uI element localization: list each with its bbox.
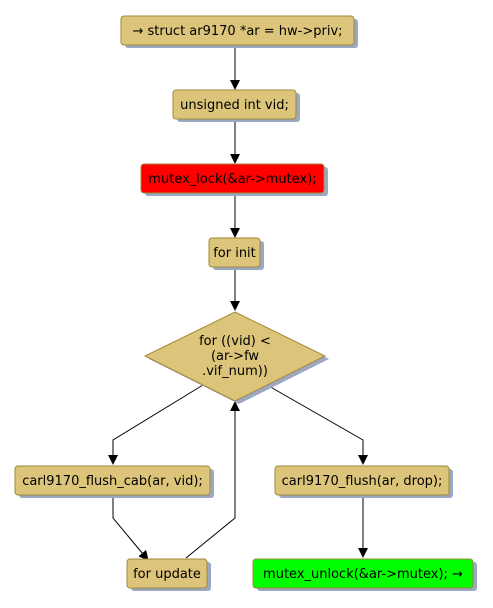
node-for-init-label: for init [213,246,256,261]
node-loop-condition-line-3: .vif_num)) [202,364,268,379]
node-vid-decl: unsigned int vid; [172,89,300,122]
node-for-init: for init [208,237,264,270]
node-flush-cab: carl9170_flush_cab(ar, vid); [14,465,214,498]
node-mutex-unlock-box [252,558,474,589]
node-loop-condition-diamond [143,311,327,402]
edge-flush-cab-to-for-update [112,495,149,561]
node-flush-box [274,465,450,496]
node-for-update-label: for update [133,567,201,582]
edge-for-update-to-condition [185,401,240,559]
node-mutex-lock-box [140,163,325,194]
node-vid-decl-label: unsigned int vid; [180,98,289,113]
node-mutex-lock: mutex_lock(&ar->mutex); [140,163,328,196]
node-for-init-box [208,237,261,268]
node-flush-label: carl9170_flush(ar, drop); [282,474,443,489]
node-start-box [120,15,355,46]
node-start-label: → struct ar9170 *ar = hw->priv; [132,24,342,39]
node-for-update-box [126,558,208,589]
node-mutex-unlock: mutex_unlock(&ar->mutex); → [252,558,477,591]
node-flush-cab-label: carl9170_flush_cab(ar, vid); [22,474,203,489]
node-mutex-lock-label: mutex_lock(&ar->mutex); [148,172,316,187]
node-loop-condition-line-1: for ((vid) < [199,334,271,349]
node-flush: carl9170_flush(ar, drop); [274,465,453,498]
edge-condition-to-flush [266,384,368,465]
node-flush-cab-box [14,465,211,496]
edges [108,46,368,561]
node-loop-condition: for ((vid) < (ar->fw .vif_num)) [143,311,329,404]
node-vid-decl-box [172,89,297,120]
edge-condition-to-flush-cab [108,384,204,465]
node-for-update: for update [126,558,211,591]
node-mutex-unlock-label: mutex_unlock(&ar->mutex); → [263,567,463,582]
node-loop-condition-line-2: (ar->fw [211,349,259,364]
node-start: → struct ar9170 *ar = hw->priv; [120,15,358,48]
